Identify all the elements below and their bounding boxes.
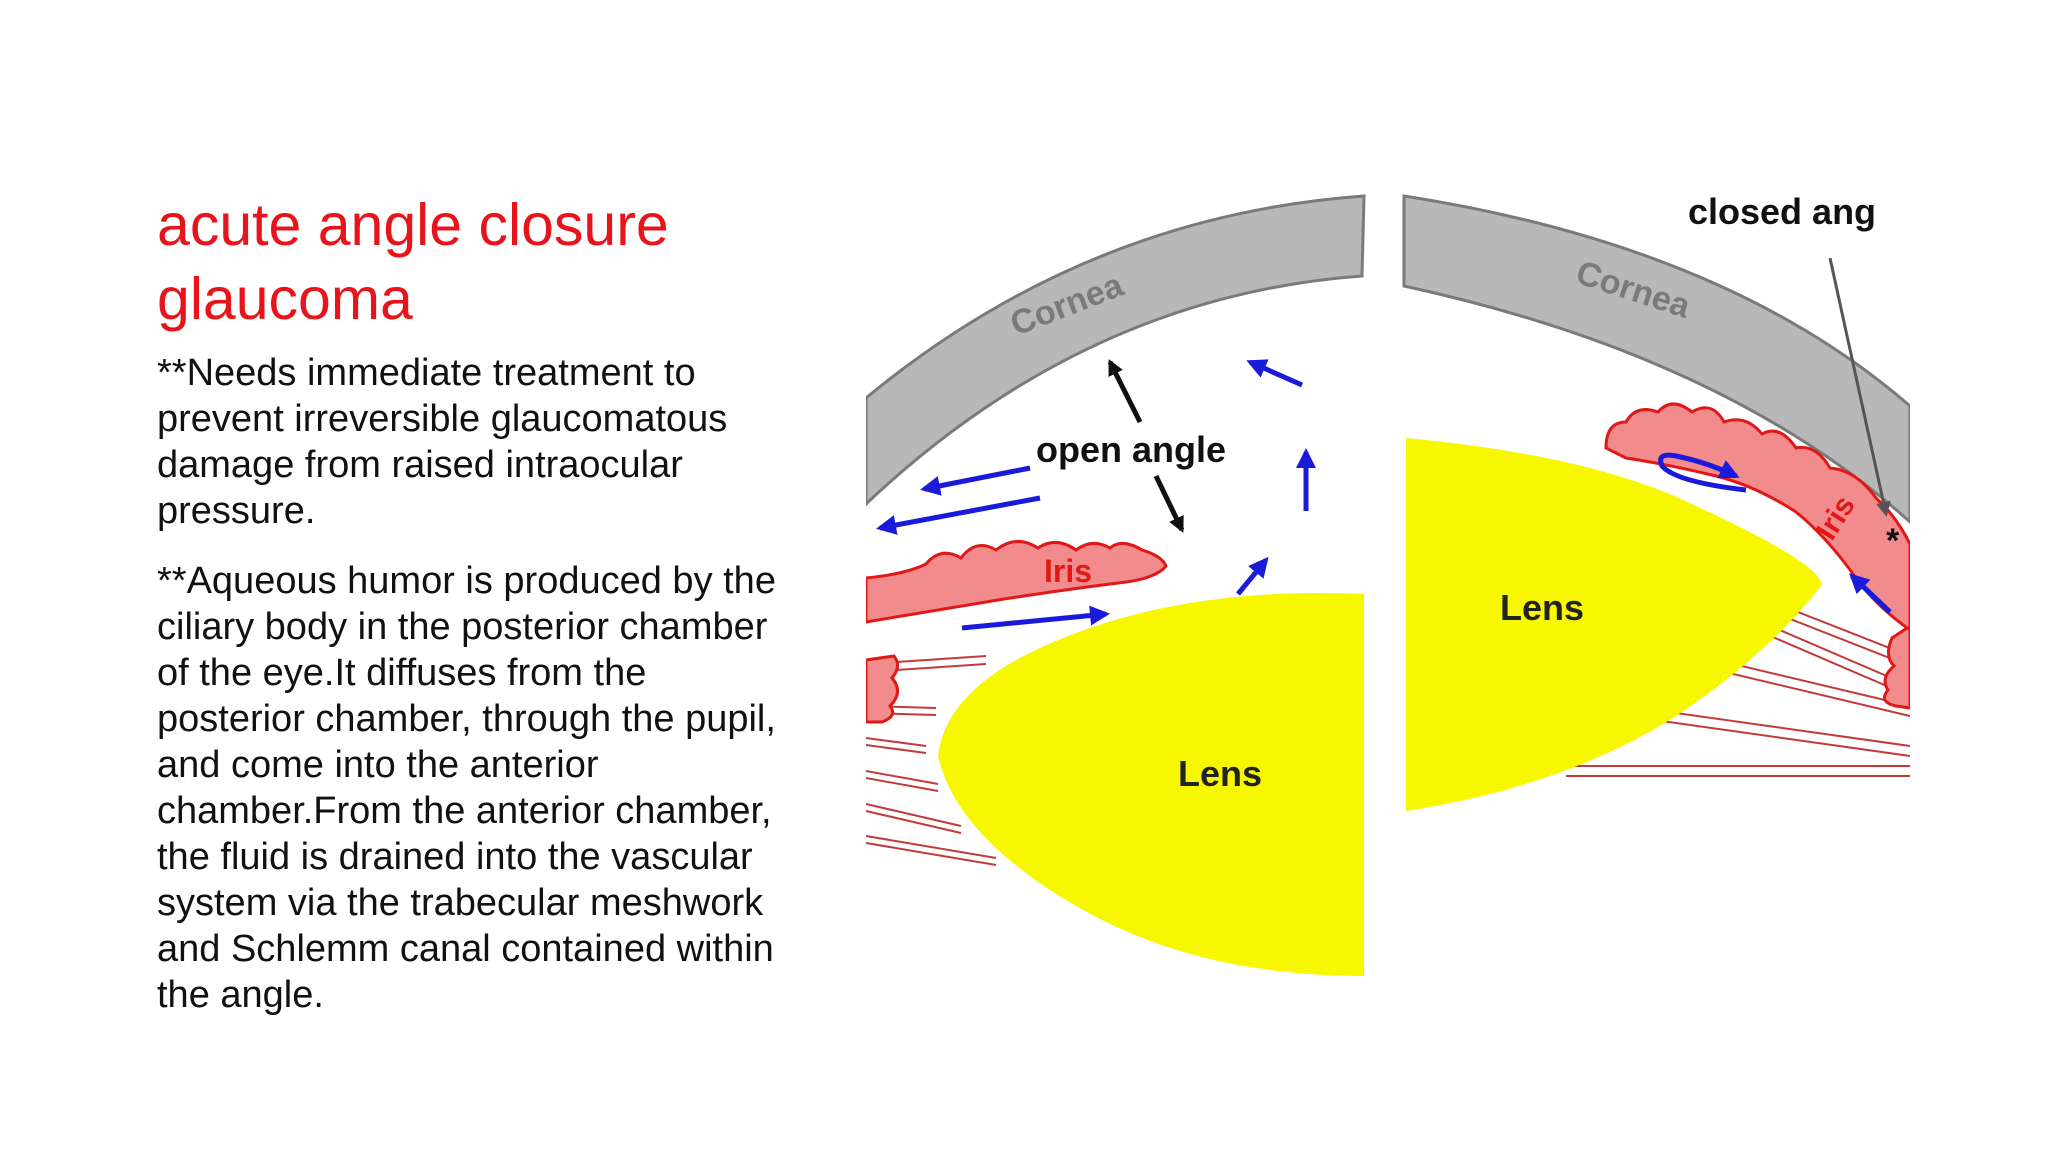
ciliary-body-left — [866, 654, 899, 724]
lens-label-left: Lens — [1178, 753, 1262, 794]
flow-arrows-left — [876, 359, 1316, 631]
ciliary-body-right — [1882, 624, 1910, 710]
eye-angle-diagram: Cornea open angle Iris Lens — [866, 186, 1910, 986]
flow-arrow-blocked — [1849, 573, 1892, 614]
slide-title: acute angle closure glaucoma — [157, 192, 669, 332]
open-angle-panel: Cornea open angle Iris Lens — [866, 194, 1366, 976]
flow-arrow-drain-2 — [876, 495, 1041, 535]
flow-arrow-pupil — [1236, 556, 1269, 596]
flow-arrow-drain-1 — [920, 465, 1031, 496]
paragraph-aqueous-humor: **Aqueous humor is produced by the cilia… — [157, 560, 776, 1016]
angle-label-left: open angle — [1036, 429, 1226, 470]
cornea-right — [1402, 194, 1910, 525]
iris-right — [1604, 402, 1910, 632]
flow-arrow-top — [1246, 359, 1304, 388]
iris-label-left: Iris — [1044, 553, 1092, 589]
flow-arrow-posterior — [961, 605, 1110, 631]
paragraph-treatment: **Needs immediate treatment to prevent i… — [157, 352, 728, 532]
flow-arrows-right — [1658, 452, 1892, 614]
closed-angle-marker: * — [1886, 522, 1900, 560]
lens-right — [1406, 438, 1822, 811]
flow-arrow-recirculate — [1658, 452, 1747, 493]
closed-angle-panel: Cornea closed ang Iris * Lens — [1402, 191, 1910, 811]
lens-label-right: Lens — [1500, 587, 1584, 628]
angle-label-right: closed ang — [1688, 191, 1876, 232]
text-column: acute angle closure glaucoma **Needs imm… — [157, 188, 797, 1042]
angle-pointer-arrows-left — [1107, 359, 1185, 533]
cornea-left — [866, 194, 1366, 507]
closed-angle-pointer — [1828, 257, 1891, 517]
lens-left — [938, 592, 1364, 976]
iris-left — [866, 540, 1168, 624]
